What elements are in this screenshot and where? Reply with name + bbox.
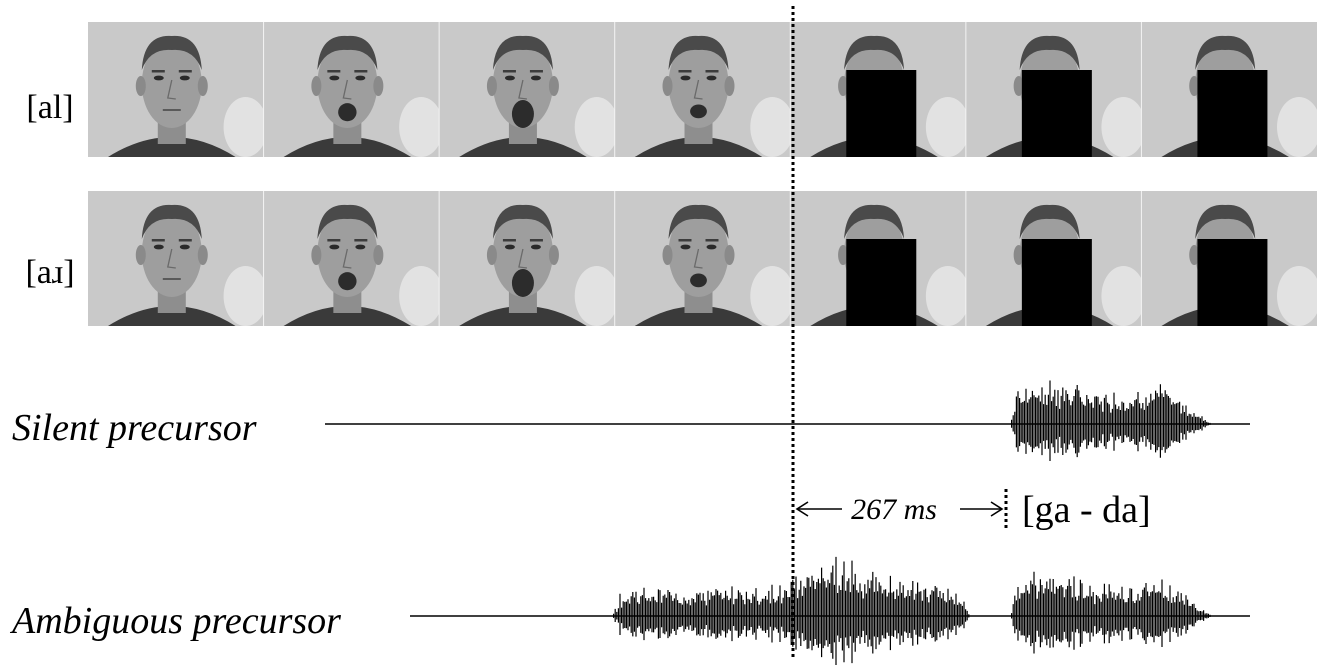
ambiguous-target-waveform: [1011, 571, 1213, 654]
mouth-mask-al-6: [1021, 70, 1092, 157]
face-frame-ar-2: [263, 191, 444, 326]
face-frame-ar-6: [965, 191, 1146, 326]
film-strip-al: [88, 22, 1317, 157]
timing-arrow-left: [795, 501, 842, 517]
silent-precursor-label: Silent precursor: [12, 407, 257, 449]
face-frame-ar-7: [1141, 191, 1317, 326]
mouth-mask-ar-7: [1197, 239, 1268, 326]
face-frame-al-4: [614, 22, 795, 157]
target-syllable-label: [ga - da]: [1022, 489, 1151, 531]
timing-label: 267 ms: [851, 493, 937, 526]
face-frame-al-7: [1141, 22, 1317, 157]
face-frame-al-6: [965, 22, 1146, 157]
silent-target-waveform: [1011, 380, 1213, 461]
mouth-mask-al-5: [846, 70, 917, 157]
face-frame-ar-5: [790, 191, 970, 326]
row-label-al: [al]: [26, 89, 73, 126]
ambiguous-precursor-label: Ambiguous precursor: [9, 600, 341, 642]
face-frame-ar-3: [439, 191, 619, 326]
face-frame-al-1: [88, 22, 268, 157]
face-frame-ar-4: [614, 191, 795, 326]
film-strip-ar: [88, 191, 1317, 326]
face-frame-ar-1: [88, 191, 268, 326]
timing-arrow-right: [960, 501, 1004, 517]
face-frame-al-3: [439, 22, 619, 157]
ambiguous-precursor-waveform: [613, 556, 970, 665]
face-frame-al-2: [263, 22, 444, 157]
mouth-mask-al-7: [1197, 70, 1268, 157]
mouth-mask-ar-6: [1021, 239, 1092, 326]
face-frame-al-5: [790, 22, 970, 157]
mouth-mask-ar-5: [846, 239, 917, 326]
row-label-ar: [aɹ]: [25, 254, 74, 291]
